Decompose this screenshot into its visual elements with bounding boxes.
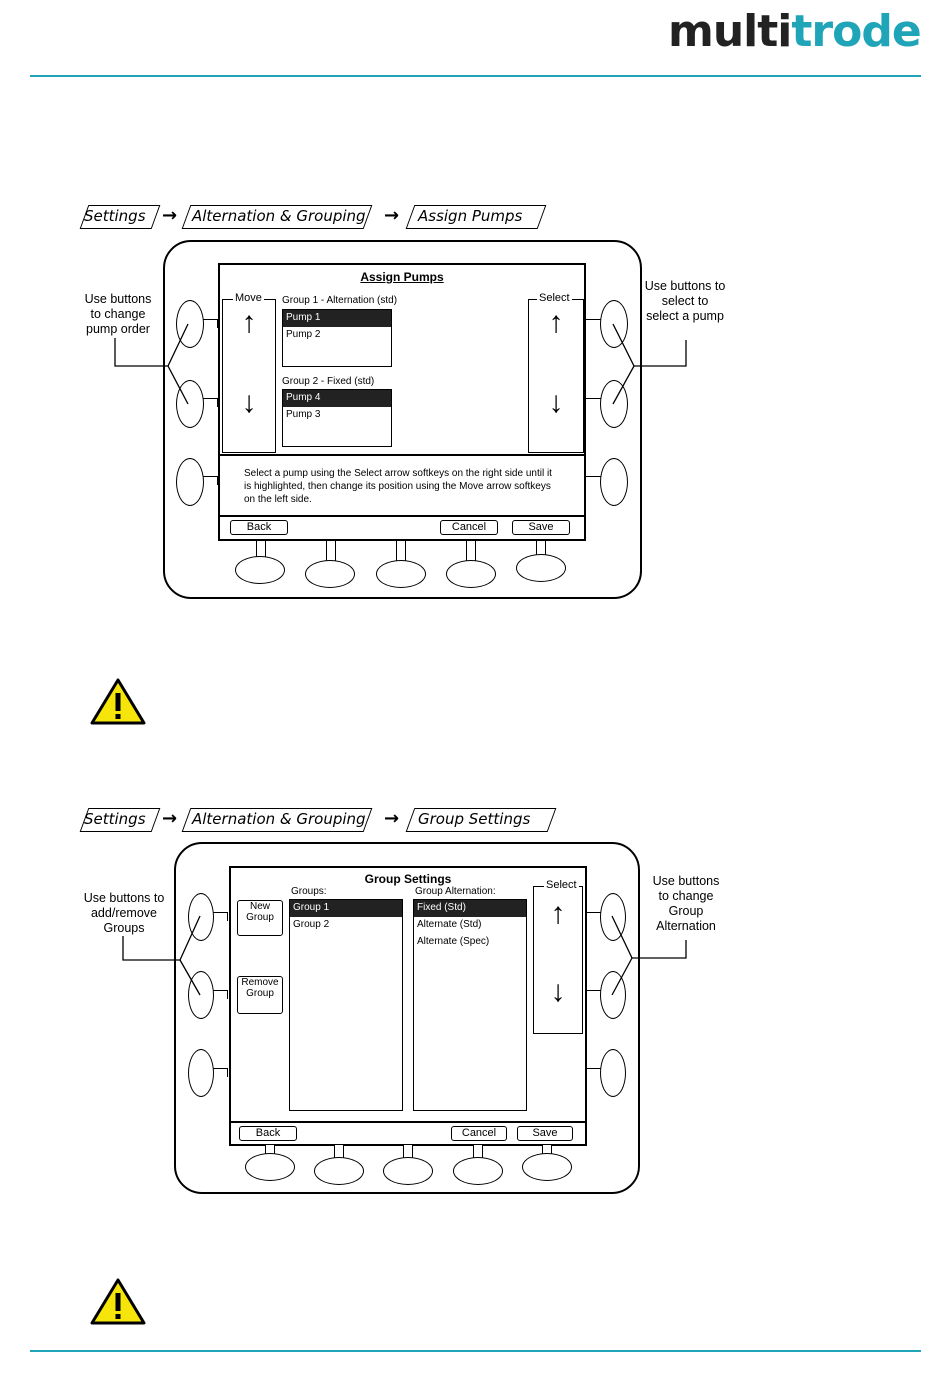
save-button[interactable]: Save bbox=[517, 1126, 573, 1141]
list-item[interactable]: Pump 4 bbox=[283, 390, 391, 407]
divider bbox=[220, 454, 584, 456]
group-alternation-label: Group Alternation: bbox=[415, 886, 496, 897]
breadcrumb-arrow-icon: → bbox=[162, 205, 178, 226]
list-item[interactable]: Fixed (Std) bbox=[414, 900, 526, 917]
breadcrumb-settings: Settings bbox=[84, 810, 146, 828]
page-title: Group Settings bbox=[364, 872, 452, 886]
breadcrumb-settings: Settings bbox=[84, 207, 146, 225]
list-item[interactable]: Group 1 bbox=[290, 900, 402, 917]
cancel-button[interactable]: Cancel bbox=[451, 1126, 507, 1141]
page-title: Assign Pumps bbox=[360, 270, 444, 284]
softkey-bottom-5[interactable] bbox=[516, 554, 566, 582]
softkey-left-3[interactable] bbox=[188, 1049, 214, 1097]
annotation-right: Use buttons to select to select a pump bbox=[644, 279, 726, 323]
move-frame: Move ↑ ↓ bbox=[222, 292, 276, 453]
up-arrow-icon[interactable]: ↑ bbox=[548, 306, 564, 339]
breadcrumb: Settings → Alternation & Grouping → Assi… bbox=[79, 205, 554, 231]
breadcrumb-arrow-icon: → bbox=[384, 808, 400, 829]
softkey-bottom-1[interactable] bbox=[245, 1153, 295, 1181]
softkey-right-2[interactable] bbox=[600, 971, 626, 1019]
groups-label: Groups: bbox=[291, 886, 327, 897]
group1-label: Group 1 - Alternation (std) bbox=[282, 295, 398, 306]
softkey-bottom-4[interactable] bbox=[446, 560, 496, 588]
softkey-bottom-2[interactable] bbox=[305, 560, 355, 588]
softkey-bottom-5[interactable] bbox=[522, 1153, 572, 1181]
softkey-bottom-4[interactable] bbox=[453, 1157, 503, 1185]
breadcrumb-group-settings: Group Settings bbox=[418, 810, 531, 828]
divider bbox=[220, 515, 584, 517]
instruction-text: Select a pump using the Select arrow sof… bbox=[244, 468, 552, 505]
divider bbox=[231, 1121, 585, 1123]
list-item[interactable]: Pump 3 bbox=[286, 409, 321, 420]
softkey-left-2[interactable] bbox=[176, 380, 204, 428]
header-rule bbox=[30, 75, 921, 77]
back-button[interactable]: Back bbox=[230, 520, 288, 535]
softkey-right-3[interactable] bbox=[600, 458, 628, 506]
footer-rule bbox=[30, 1350, 921, 1352]
down-arrow-icon[interactable]: ↓ bbox=[550, 975, 566, 1008]
group1-list: Pump 1 Pump 2 bbox=[282, 309, 392, 367]
new-group-button[interactable]: New Group bbox=[237, 900, 283, 936]
save-button[interactable]: Save bbox=[512, 520, 570, 535]
softkey-left-3[interactable] bbox=[176, 458, 204, 506]
group-alternation-list: Fixed (Std) Alternate (Std) Alternate (S… bbox=[413, 899, 527, 1111]
remove-group-button[interactable]: Remove Group bbox=[237, 976, 283, 1014]
select-frame: Select ↑ ↓ bbox=[528, 292, 584, 453]
annotation-right: Use buttons to change Group Alternation bbox=[652, 874, 720, 933]
annotation-left: Use buttons to add/remove Groups bbox=[83, 891, 165, 935]
softkey-bottom-3[interactable] bbox=[383, 1157, 433, 1185]
list-item[interactable]: Pump 1 bbox=[283, 310, 391, 327]
down-arrow-icon[interactable]: ↓ bbox=[241, 386, 257, 419]
back-button[interactable]: Back bbox=[239, 1126, 297, 1141]
groups-list: Group 1 Group 2 bbox=[289, 899, 403, 1111]
softkey-right-3[interactable] bbox=[600, 1049, 626, 1097]
up-arrow-icon[interactable]: ↑ bbox=[241, 306, 257, 339]
breadcrumb: Settings → Alternation & Grouping → Grou… bbox=[79, 808, 559, 834]
warning-icon bbox=[90, 678, 146, 725]
group2-label: Group 2 - Fixed (std) bbox=[282, 376, 375, 387]
softkey-left-2[interactable] bbox=[188, 971, 214, 1019]
list-item[interactable]: Pump 2 bbox=[286, 329, 321, 340]
breadcrumb-arrow-icon: → bbox=[384, 205, 400, 226]
softkey-bottom-1[interactable] bbox=[235, 556, 285, 584]
up-arrow-icon[interactable]: ↑ bbox=[550, 897, 566, 930]
down-arrow-icon[interactable]: ↓ bbox=[548, 386, 564, 419]
group2-list: Pump 4 Pump 3 bbox=[282, 389, 392, 447]
breadcrumb-assign-pumps: Assign Pumps bbox=[418, 207, 523, 225]
cancel-button[interactable]: Cancel bbox=[440, 520, 498, 535]
breadcrumb-alternation: Alternation & Grouping bbox=[192, 207, 366, 225]
annotation-leaders bbox=[114, 323, 687, 405]
select-label: Select bbox=[537, 292, 572, 304]
breadcrumb-alternation: Alternation & Grouping bbox=[192, 810, 366, 828]
softkey-bottom-3[interactable] bbox=[376, 560, 426, 588]
softkey-right-1[interactable] bbox=[600, 300, 628, 348]
annotation-left: Use buttons to change pump order bbox=[84, 292, 152, 336]
list-item[interactable]: Group 2 bbox=[293, 919, 330, 930]
select-label: Select bbox=[544, 879, 579, 891]
softkey-bottom-2[interactable] bbox=[314, 1157, 364, 1185]
list-item[interactable]: Alternate (Std) bbox=[417, 919, 482, 930]
breadcrumb-arrow-icon: → bbox=[162, 808, 178, 829]
multitrode-logo: multitrode bbox=[668, 6, 922, 57]
warning-icon bbox=[90, 1278, 146, 1325]
select-frame: Select ↑ ↓ bbox=[533, 879, 583, 1034]
list-item[interactable]: Alternate (Spec) bbox=[417, 936, 490, 947]
softkey-right-2[interactable] bbox=[600, 380, 628, 428]
move-label: Move bbox=[233, 292, 264, 304]
annotation-leaders bbox=[122, 915, 687, 996]
